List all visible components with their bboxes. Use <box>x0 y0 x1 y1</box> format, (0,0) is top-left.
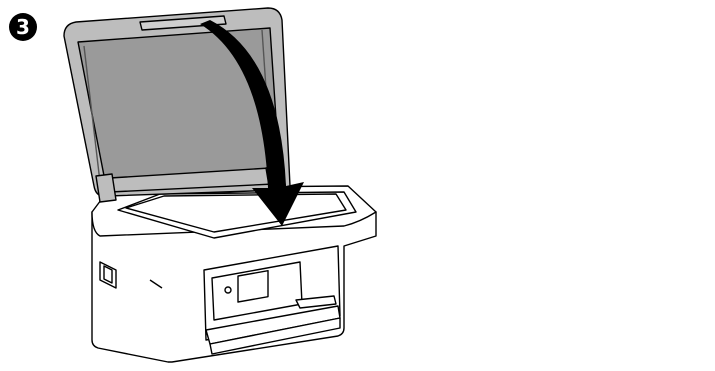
step-number: 3 <box>16 15 30 39</box>
printer-body <box>91 211 377 363</box>
close-lid-arrow-icon <box>200 20 304 226</box>
step-number-badge: 3 <box>9 13 37 41</box>
